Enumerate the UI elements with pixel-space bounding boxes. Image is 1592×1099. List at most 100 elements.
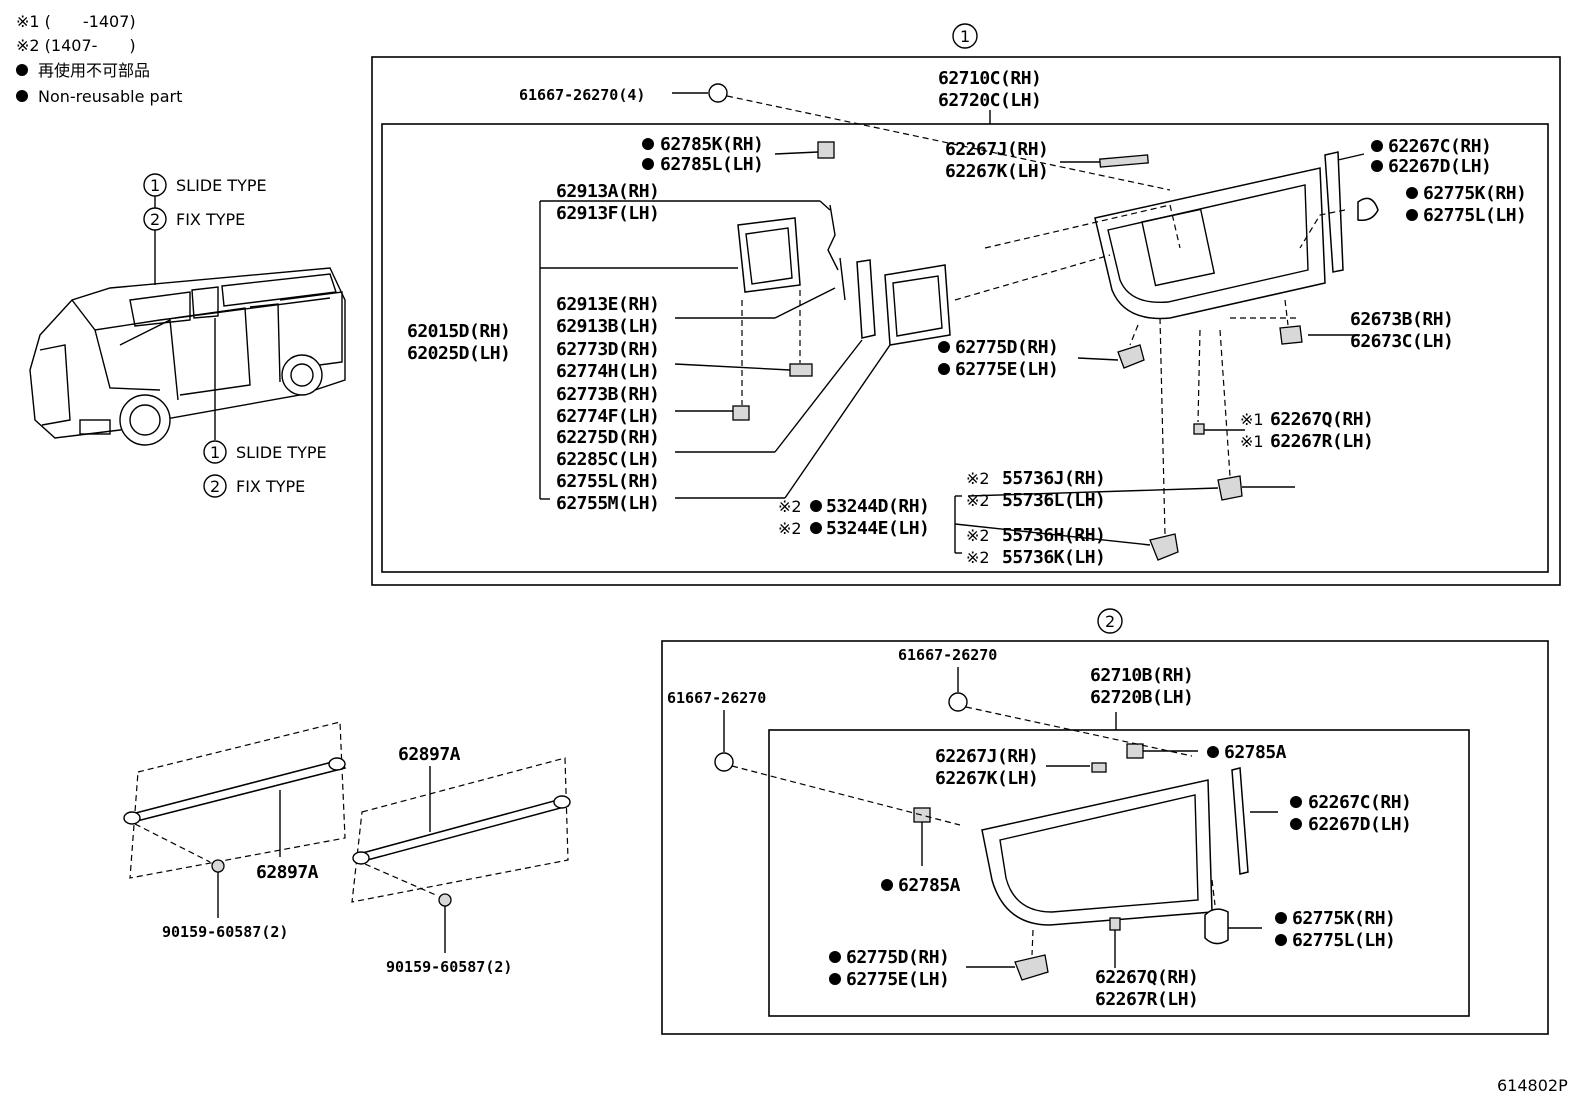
slide-window-stopper: [1099, 154, 1149, 168]
non-reusable-bullet-icon: [1290, 818, 1302, 830]
legend-nonreuse-en: Non-reusable part: [38, 87, 182, 106]
bolt-left: [211, 859, 225, 873]
label-62720C: 62720C(LH): [938, 90, 1041, 111]
mark-2: ※2: [966, 548, 990, 567]
non-reusable-bullet-icon: [938, 341, 950, 353]
clip-55736H: [1149, 533, 1179, 561]
legend: ※1 ( -1407) ※2 (1407- ) 再使用不可部品 Non-reus…: [16, 12, 182, 106]
non-reusable-bullet-icon: [829, 951, 841, 963]
label-62913B: 62913B(LH): [556, 316, 659, 337]
label-62775L: 62775L(LH): [1423, 205, 1526, 226]
type-callouts-bottom: 1 SLIDE TYPE 2 FIX TYPE: [203, 440, 327, 498]
cap-62775D: [1014, 954, 1049, 981]
legend-nonreuse-jp: 再使用不可部品: [38, 61, 150, 80]
label-62267D: 62267D(LH): [1388, 156, 1491, 177]
non-reusable-bullet-icon: [1371, 140, 1383, 152]
latch-62773B: [732, 405, 750, 421]
non-reusable-bullet-icon: [829, 973, 841, 985]
sliding-window-frame: [737, 217, 801, 293]
label-62673B: 62673B(RH): [1350, 309, 1453, 330]
non-reusable-bullet-icon: [1406, 187, 1418, 199]
slide-window-glass: [1094, 167, 1326, 320]
label-62015D: 62015D(RH): [407, 321, 510, 342]
label-62775E: 62775E(LH): [955, 359, 1058, 380]
legend-note-2: ※2 (1407- ): [16, 36, 136, 55]
fix-type-label: FIX TYPE: [176, 210, 245, 229]
non-reusable-bullet-icon: [16, 90, 28, 102]
label-55736H: 55736H(RH): [1002, 525, 1105, 546]
clip-61667: [708, 83, 728, 103]
label-62710C: 62710C(RH): [938, 68, 1041, 89]
label-90159-right: 90159-60587(2): [386, 958, 512, 976]
moulding-panel-right: [351, 757, 569, 903]
slide-type-label: SLIDE TYPE: [176, 176, 267, 195]
non-reusable-bullet-icon: [1207, 746, 1219, 758]
label-62673C: 62673C(LH): [1350, 331, 1453, 352]
mark-2: ※2: [966, 469, 990, 488]
label-62913E: 62913E(RH): [556, 294, 659, 315]
figure-id: 614802P: [1497, 1076, 1568, 1095]
label-62710B: 62710B(RH): [1090, 665, 1193, 686]
slide-type-num: 1: [150, 176, 160, 195]
label-62267D: 62267D(LH): [1308, 814, 1411, 835]
section-1-slide-type: 1: [371, 23, 1561, 586]
label-62755M: 62755M(LH): [556, 493, 659, 514]
type-callouts-top: 1 SLIDE TYPE 2 FIX TYPE: [143, 173, 267, 231]
label-62267C: 62267C(RH): [1388, 136, 1491, 157]
label-62267Q: 62267Q(RH): [1270, 409, 1373, 430]
non-reusable-bullet-icon: [1275, 912, 1287, 924]
side-mouldings: 62897A 90159-60587(2) 62897A 90159-60587…: [123, 721, 571, 976]
section-2-number: 2: [1105, 612, 1115, 631]
label-62775E: 62775E(LH): [846, 969, 949, 990]
label-62785A-top: 62785A: [1224, 742, 1287, 763]
label-62267J: 62267J(RH): [935, 746, 1038, 767]
fixed-window-glass: [884, 264, 951, 346]
cap-62775D: [1117, 344, 1145, 369]
label-62267R: 62267R(LH): [1095, 989, 1198, 1010]
label-62913F: 62913F(LH): [556, 203, 659, 224]
mark-2: ※2: [778, 497, 802, 516]
bolt-right: [438, 893, 452, 907]
weatherstrip-strip: [1231, 767, 1249, 875]
clip-62785K: [817, 141, 835, 159]
legend-note-1: ※1 ( -1407): [16, 12, 136, 31]
mark-2: ※2: [778, 519, 802, 538]
fix-type-num: 2: [150, 210, 160, 229]
non-reusable-bullet-icon: [881, 879, 893, 891]
non-reusable-bullet-icon: [642, 138, 654, 150]
stopper-62267Q: [1193, 423, 1205, 435]
label-62775K: 62775K(RH): [1292, 908, 1395, 929]
label-62775K: 62775K(RH): [1423, 183, 1526, 204]
label-53244E: 53244E(LH): [826, 518, 929, 539]
glass-run: [856, 259, 876, 339]
label-62774H: 62774H(LH): [556, 361, 659, 382]
non-reusable-bullet-icon: [1275, 934, 1287, 946]
label-61667-26270-a: 61667-26270: [898, 646, 997, 664]
clip-61667-b: [714, 752, 734, 772]
label-90159-left: 90159-60587(2): [162, 923, 288, 941]
non-reusable-bullet-icon: [16, 64, 28, 76]
label-62267R: 62267R(LH): [1270, 431, 1373, 452]
label-62267C: 62267C(RH): [1308, 792, 1411, 813]
label-62785L: 62785L(LH): [660, 154, 763, 175]
label-62785K: 62785K(RH): [660, 134, 763, 155]
van-illustration: [29, 196, 346, 446]
latch-62773D: [789, 363, 813, 377]
stopper-62267Q: [1109, 917, 1121, 931]
slide-type-label: SLIDE TYPE: [236, 443, 327, 462]
label-62267K: 62267K(LH): [935, 768, 1038, 789]
non-reusable-bullet-icon: [1406, 209, 1418, 221]
label-62775D: 62775D(RH): [846, 947, 949, 968]
label-61667-26270-b: 61667-26270: [667, 689, 766, 707]
label-62913A: 62913A(RH): [556, 181, 659, 202]
mark-2: ※2: [966, 491, 990, 510]
fixed-window-glass: [981, 779, 1213, 926]
label-61667-26270-4: 61667-26270(4): [519, 86, 645, 104]
section-2-outer-box: [661, 640, 1549, 1035]
fix-type-label: FIX TYPE: [236, 477, 305, 496]
non-reusable-bullet-icon: [1371, 160, 1383, 172]
label-62897A-left: 62897A: [256, 862, 319, 883]
label-62285C: 62285C(LH): [556, 449, 659, 470]
clip-61667-a: [948, 692, 968, 712]
